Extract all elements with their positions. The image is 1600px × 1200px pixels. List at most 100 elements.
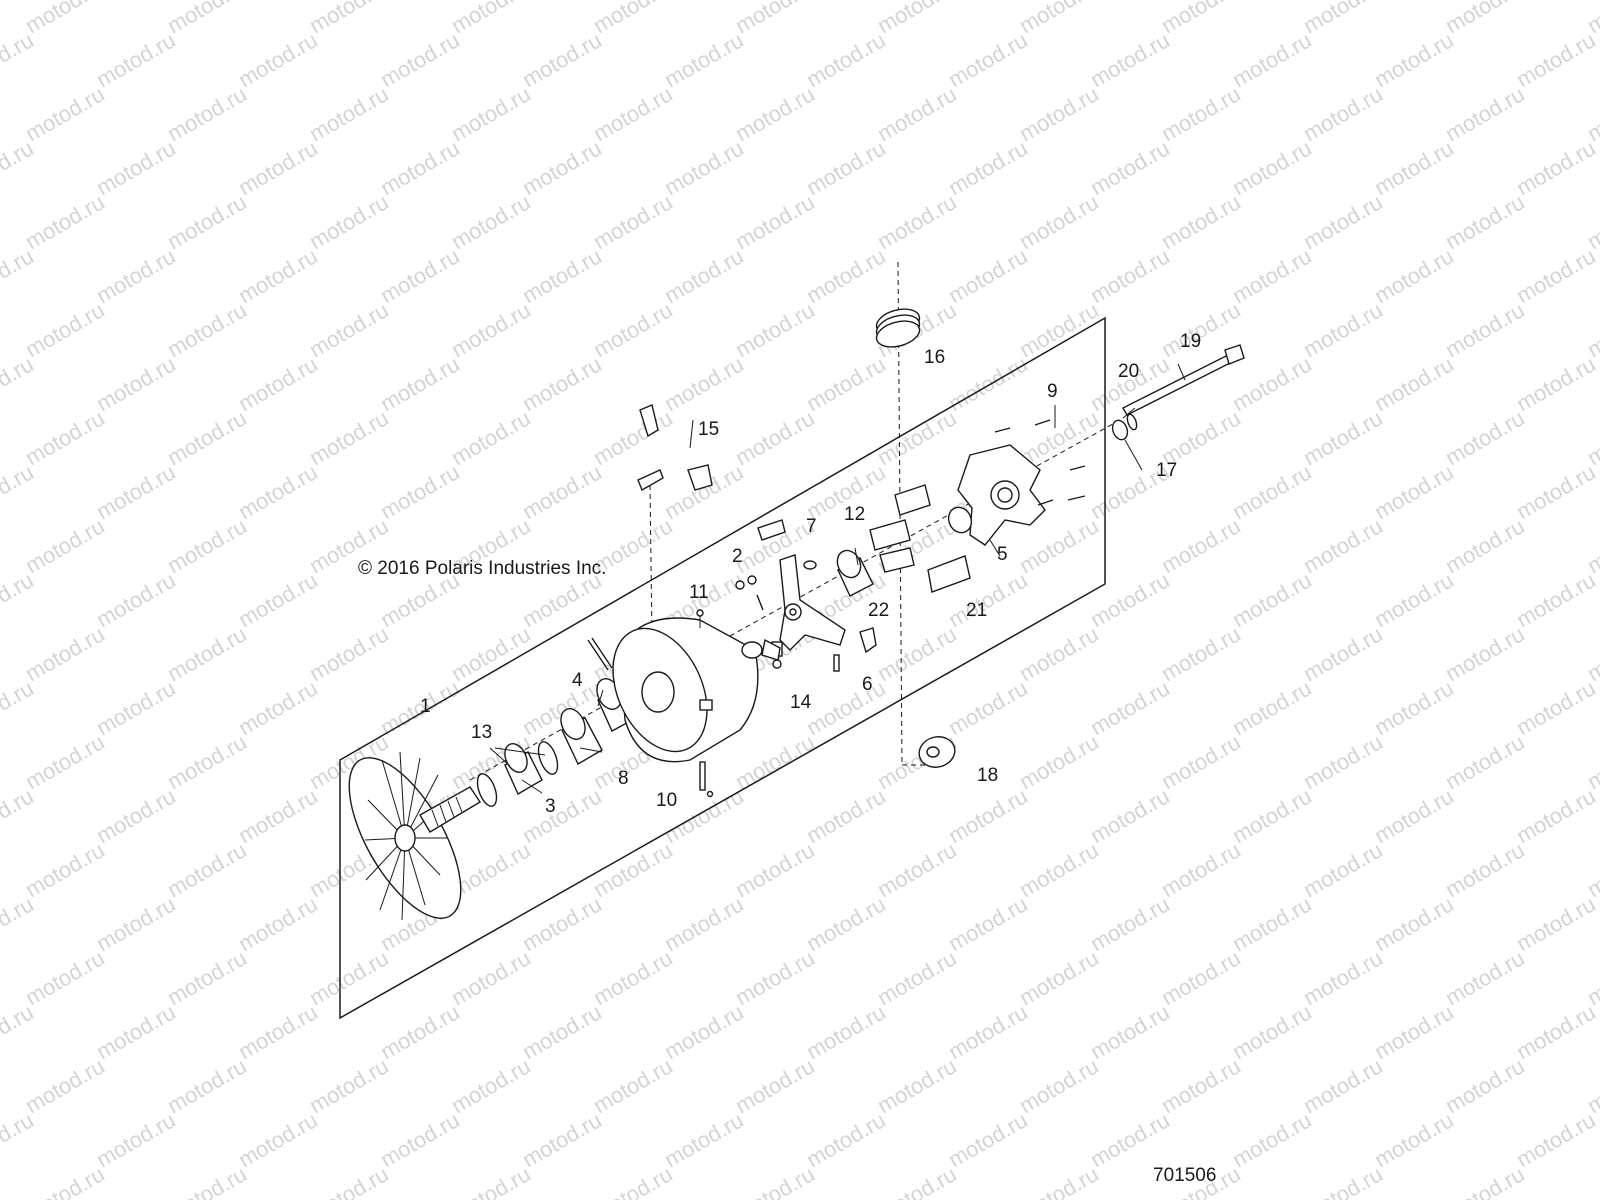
watermark-text: motod.ru [802,27,890,92]
watermark-text: motod.ru [802,999,890,1064]
watermark-text: motod.ru [802,243,890,308]
watermark-text: motod.ru [305,1053,393,1118]
watermark-text: motod.ru [92,783,180,848]
watermark-text: motod.ru [731,945,819,1010]
watermark-text: motod.ru [21,405,109,470]
watermark-text: motod.ru [731,837,819,902]
spider-plate-part-5 [947,444,1046,546]
watermark-text: motod.ru [1228,567,1316,632]
watermark-text: motod.ru [873,405,961,470]
watermark-text: motod.ru [1370,459,1458,524]
callout-21: 21 [966,600,987,621]
watermark-text: motod.ru [660,1107,748,1172]
watermark-text: motod.ru [1157,513,1245,578]
watermark-text: motod.ru [1015,1161,1103,1200]
watermark-text: motod.ru [305,945,393,1010]
watermark-text: motod.ru [589,945,677,1010]
pin-part-10 [699,761,714,798]
watermark-text: motod.ru [873,945,961,1010]
watermark-text: motod.ru [589,189,677,254]
watermark-text: motod.ru [518,999,606,1064]
watermark-text: motod.ru [21,837,109,902]
watermark-text: motod.ru [163,945,251,1010]
drawing-number: 701506 [1153,1165,1216,1186]
watermark-text: motod.ru [1086,783,1174,848]
watermark-text: motod.ru [21,1161,109,1200]
watermark-text: motod.ru [234,135,322,200]
watermark-text: motod.ru [1441,729,1529,794]
watermark-text: motod.ru [1086,675,1174,740]
watermark-text: motod.ru [802,135,890,200]
watermark-text: motod.ru [1441,837,1529,902]
watermark-text: motod.ru [1299,1161,1387,1200]
watermark-text: motod.ru [1228,351,1316,416]
watermark-text: motod.ru [1015,621,1103,686]
watermark-text: motod.ru [1299,729,1387,794]
watermark-text: motod.ru [376,459,464,524]
watermark-text: motod.ru [21,297,109,362]
watermark-text: motod.ru [1370,243,1458,308]
watermark-text: motod.ru [163,297,251,362]
watermark-text: motod.ru [447,297,535,362]
watermark-text: motod.ru [1228,891,1316,956]
watermark-text: motod.ru [376,27,464,92]
watermark-text: motod.ru [518,891,606,956]
watermark-text: motod.ru [589,1161,677,1200]
watermark-text: motod.ru [1370,27,1458,92]
watermark-text: motod.ru [1228,135,1316,200]
roller-part-2 [735,575,764,611]
watermark-text: motod.ru [1015,81,1103,146]
watermark-text: motod.ru [1441,405,1529,470]
watermark-text: motod.ru [1157,837,1245,902]
watermark-text: motod.ru [305,81,393,146]
watermark-text: motod.ru [234,891,322,956]
watermark-text: motod.ru [1228,783,1316,848]
watermark-text: motod.ru [1086,891,1174,956]
watermark-text: motod.ru [1583,1161,1600,1200]
watermark-text: motod.ru [447,621,535,686]
watermark-text: motod.ru [1441,945,1529,1010]
watermark-text: motod.ru [376,1107,464,1172]
watermark-text: motod.ru [21,81,109,146]
watermark-text: motod.ru [944,783,1032,848]
callout-11: 11 [689,582,709,603]
watermark-text: motod.ru [873,837,961,902]
shoe-parts-12-21 [869,484,971,593]
watermark-text: motod.ru [1157,81,1245,146]
screw-parts-9 [994,419,1086,506]
guide-line-15 [649,484,653,641]
watermark-text: motod.ru [1370,567,1458,632]
watermark-text: motod.ru [518,27,606,92]
watermark-text: motod.ru [802,351,890,416]
watermark-text: motod.ru [21,1053,109,1118]
watermark-text: motod.ru [1512,891,1600,956]
watermark-text: motod.ru [731,189,819,254]
watermark-text: motod.ru [873,621,961,686]
watermark-text: motod.ru [1441,1053,1529,1118]
watermark-text: motod.ru [1228,675,1316,740]
watermark-text: motod.ru [589,0,677,38]
watermark-text: motod.ru [447,1053,535,1118]
watermark-text: motod.ru [447,0,535,38]
watermark-text: motod.ru [660,243,748,308]
watermark-text: motod.ru [1512,351,1600,416]
callout-13: 13 [471,722,492,743]
watermark-text: motod.ru [802,891,890,956]
watermark-text: motod.ru [518,459,606,524]
callout-1: 1 [420,696,431,717]
watermark-text: motod.ru [376,135,464,200]
watermark-text: motod.ru [1086,567,1174,632]
watermark-text: motod.ru [305,405,393,470]
fixed-sheave-part [348,751,481,921]
watermark-text: motod.ru [1299,621,1387,686]
watermark-text: motod.ru [234,459,322,524]
watermark-text: motod.ru [1228,243,1316,308]
watermark-text: motod.ru [92,567,180,632]
pin-part-6 [833,627,877,672]
watermark-text: motod.ru [92,459,180,524]
watermark-text: motod.ru [589,297,677,362]
watermark-text: motod.ru [1441,513,1529,578]
watermark-text: motod.ru [92,1107,180,1172]
watermark-text: motod.ru [21,513,109,578]
watermark-text: motod.ru [234,243,322,308]
